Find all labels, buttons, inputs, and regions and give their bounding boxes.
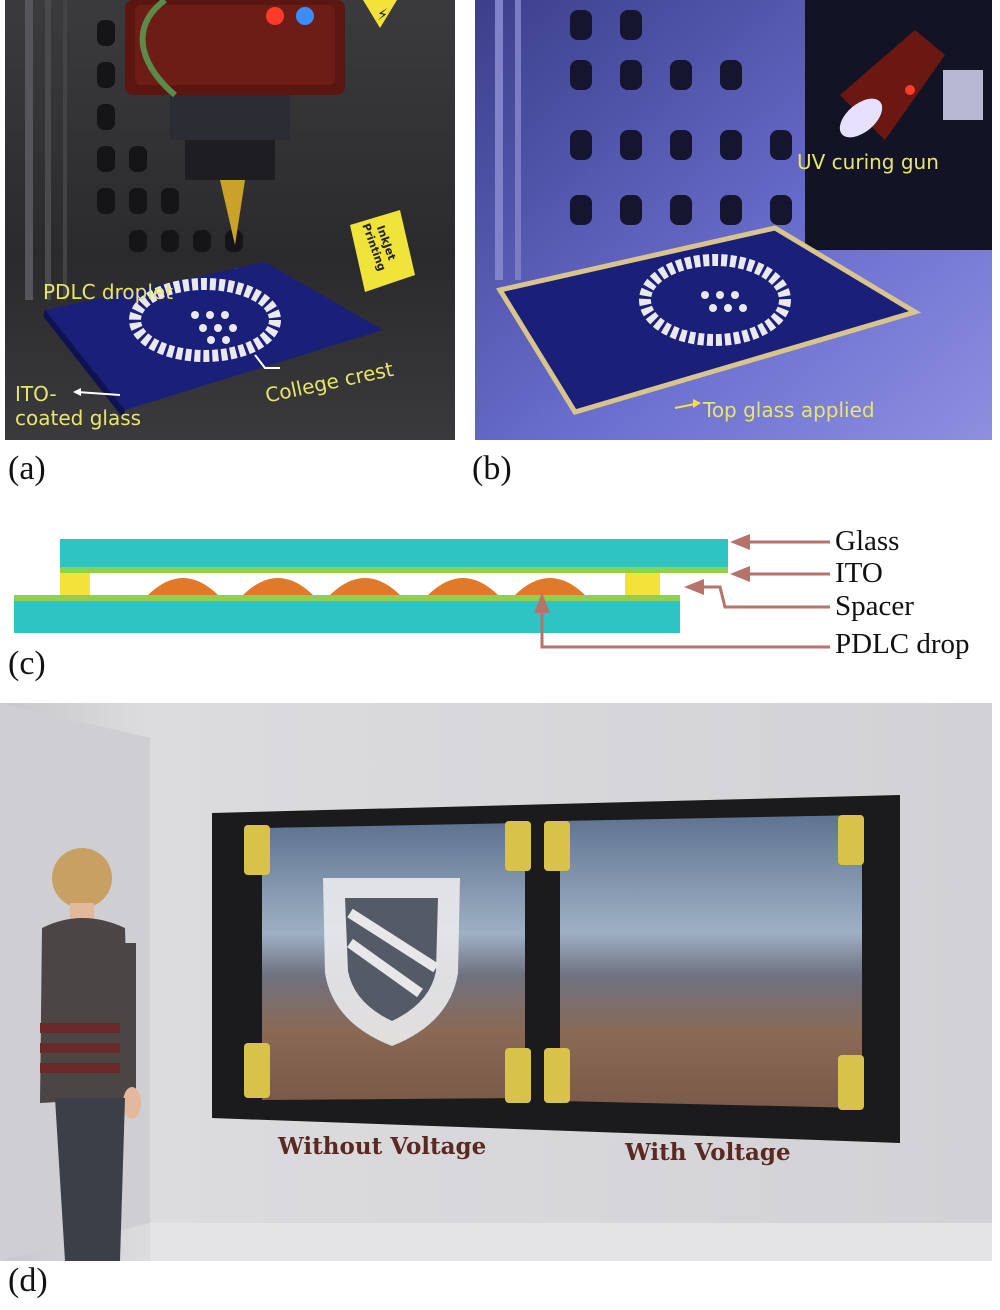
spacer-left [60,573,90,595]
uv-curing-scene [475,0,992,440]
panel-b-label: (b) [472,450,512,487]
panel-a-render: ⚡ PDLC droplet ITO- coated glass College… [5,0,455,440]
pdlc-drop [330,578,400,595]
pdlc-drop [243,578,313,595]
pdlc-drop [428,578,498,595]
bottom-glass-layer [14,601,680,633]
glass-layer-label: Glass [835,525,900,557]
inkjet-printer-scene: ⚡ [5,0,455,440]
uv-gun-label: UV curing gun [797,150,939,174]
panel-b-render: UV curing gun Top glass applied [475,0,992,440]
top-glass-layer [60,539,728,567]
person-figure [40,848,141,1261]
ito-glass-label-line1: ITO- [15,382,57,406]
pdlc-droplet-label: PDLC droplet [43,280,174,304]
without-voltage-caption: Without Voltage [278,1133,487,1160]
with-voltage-caption: With Voltage [625,1139,791,1166]
ito-glass-label-line2: coated glass [15,406,142,430]
panel-c-label: (c) [8,645,46,682]
panel-a-label: (a) [8,450,46,487]
cell-cross-section [14,534,830,649]
svg-text:⚡: ⚡ [377,5,388,24]
panel-d-label: (d) [8,1262,48,1299]
smart-window-render [0,703,992,1261]
pdlc-drop-label: PDLC drop [835,628,970,660]
spacer-right [625,573,660,595]
pdlc-drop [148,578,218,595]
bottom-ito-layer [14,595,680,601]
panel-d-window-scene: Without Voltage With Voltage [0,703,992,1261]
panel-c-cross-section: Glass ITO Spacer PDLC drop [0,525,1000,690]
top-ito-layer [60,567,728,573]
top-glass-label: Top glass applied [703,398,875,422]
ito-layer-label: ITO [835,557,883,589]
spacer-label: Spacer [835,590,914,622]
right-pane [560,815,862,1108]
pdlc-drop [515,578,585,595]
